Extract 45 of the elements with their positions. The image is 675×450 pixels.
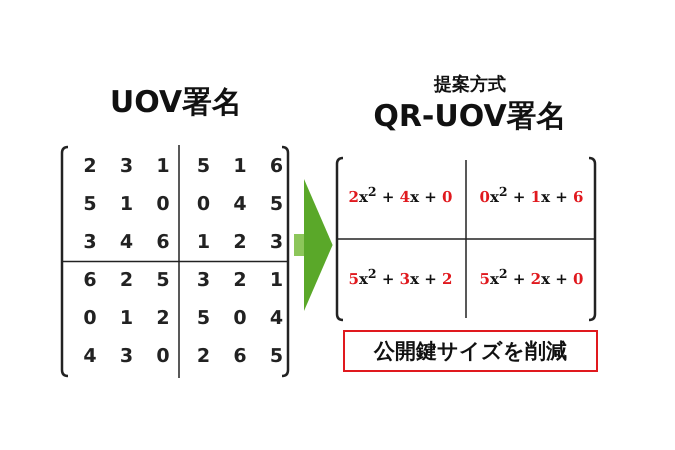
matrix-entry: 4 [82,345,98,367]
matrix-entry: 6 [82,269,98,291]
matrix-entry: 5 [196,155,212,177]
matrix-entry: 3 [268,231,284,253]
polynomial-entry: 2x$^{2}$ + 4x + 0 [348,184,454,206]
matrix-entry: 4 [268,307,284,329]
matrix-entry: 3 [118,345,134,367]
polynomial-entry: 5x$^{2}$ + 2x + 0 [478,266,584,288]
matrix-entry: 1 [155,155,171,177]
matrix-entry: 0 [196,193,212,215]
matrix-entry: 0 [155,193,171,215]
arrow [294,179,333,311]
matrix-entry: 4 [118,231,134,253]
matrix-entry: 2 [155,307,171,329]
matrix-entry: 0 [232,307,248,329]
matrix-entry: 5 [268,345,284,367]
matrix-entry: 1 [118,193,134,215]
matrix-entry: 5 [82,193,98,215]
matrix-entry: 2 [118,269,134,291]
matrix-entry: 0 [155,345,171,367]
matrix-entry: 2 [196,345,212,367]
matrix-entry: 3 [118,155,134,177]
matrix-title: QR-UOV署名 [372,98,568,136]
matrix-entry: 2 [232,231,248,253]
matrix-entry: 5 [155,269,171,291]
subtitle: 提案方式 [432,73,507,96]
matrix-entry: 5 [268,193,284,215]
matrix-entry: 2 [232,269,248,291]
matrix-entry: 5 [196,307,212,329]
matrix-entry: 0 [82,307,98,329]
matrix-entry: 1 [118,307,134,329]
matrix-entry: 1 [196,231,212,253]
matrix-entry: 3 [196,269,212,291]
polynomial-entry: 0x$^{2}$ + 1x + 6 [478,184,584,206]
matrix-entry: 1 [268,269,284,291]
matrix-entry: 6 [268,155,284,177]
matrix-title: UOV署名 [108,84,244,122]
matrix-entry: 4 [232,193,248,215]
matrix-entry: 1 [232,155,248,177]
matrix-entry: 3 [82,231,98,253]
polynomial-entry: 5x$^{2}$ + 3x + 2 [348,266,454,288]
matrix-entry: 6 [232,345,248,367]
highlight-box: 公開鍵サイズを削減 [343,330,598,372]
matrix-entry: 6 [155,231,171,253]
matrix-entry: 2 [82,155,98,177]
